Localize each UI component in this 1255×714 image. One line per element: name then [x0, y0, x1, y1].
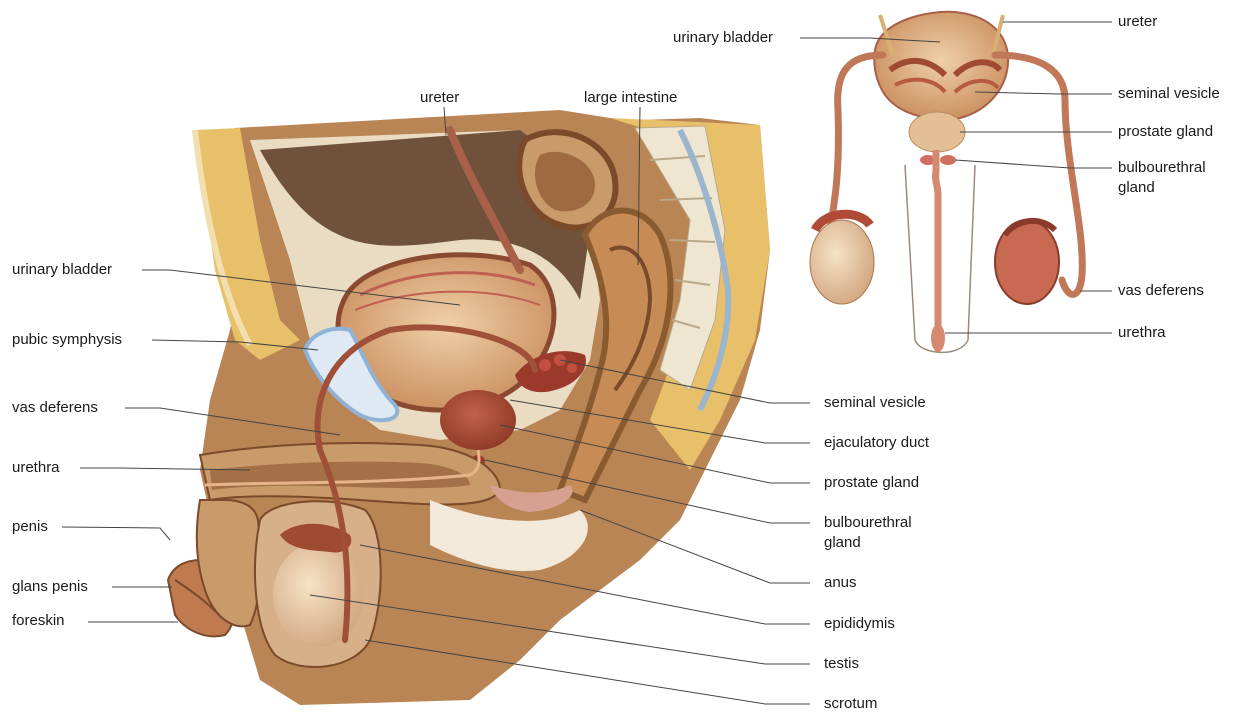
label-bulbourethral-gland-sagittal: bulbourethral gland — [824, 513, 944, 553]
label-vas-deferens-frontal: vas deferens — [1118, 281, 1204, 301]
label-large-intestine: large intestine — [584, 88, 677, 108]
prostate-gland — [440, 390, 516, 450]
sagittal-section — [168, 110, 770, 705]
label-prostate-gland-sagittal: prostate gland — [824, 473, 919, 493]
frontal-view — [810, 12, 1082, 353]
label-seminal-vesicle-sagittal: seminal vesicle — [824, 393, 926, 413]
prostate-front — [909, 112, 965, 152]
label-bulbourethral-gland-frontal: bulbourethral gland — [1118, 158, 1238, 198]
label-urethra-frontal: urethra — [1118, 323, 1166, 343]
label-pubic-symphysis: pubic symphysis — [12, 330, 122, 350]
label-ejaculatory-duct: ejaculatory duct — [824, 433, 929, 453]
label-urethra-sagittal: urethra — [12, 458, 60, 478]
label-foreskin: foreskin — [12, 611, 65, 631]
testis-left — [810, 220, 874, 304]
label-scrotum: scrotum — [824, 694, 877, 714]
label-anus: anus — [824, 573, 857, 593]
vas-deferens-left — [830, 55, 883, 230]
label-prostate-gland-frontal: prostate gland — [1118, 122, 1213, 142]
label-penis: penis — [12, 517, 48, 537]
label-epididymis: epididymis — [824, 614, 895, 634]
label-ureter-frontal: ureter — [1118, 12, 1157, 32]
label-ureter-sagittal: ureter — [420, 88, 459, 108]
urethra-front — [935, 150, 938, 330]
label-urinary-bladder-sagittal: urinary bladder — [12, 260, 112, 280]
label-seminal-vesicle-frontal: seminal vesicle — [1118, 84, 1220, 104]
label-glans-penis: glans penis — [12, 577, 88, 597]
label-testis: testis — [824, 654, 859, 674]
label-vas-deferens-sagittal: vas deferens — [12, 398, 98, 418]
label-urinary-bladder-frontal: urinary bladder — [673, 28, 773, 48]
